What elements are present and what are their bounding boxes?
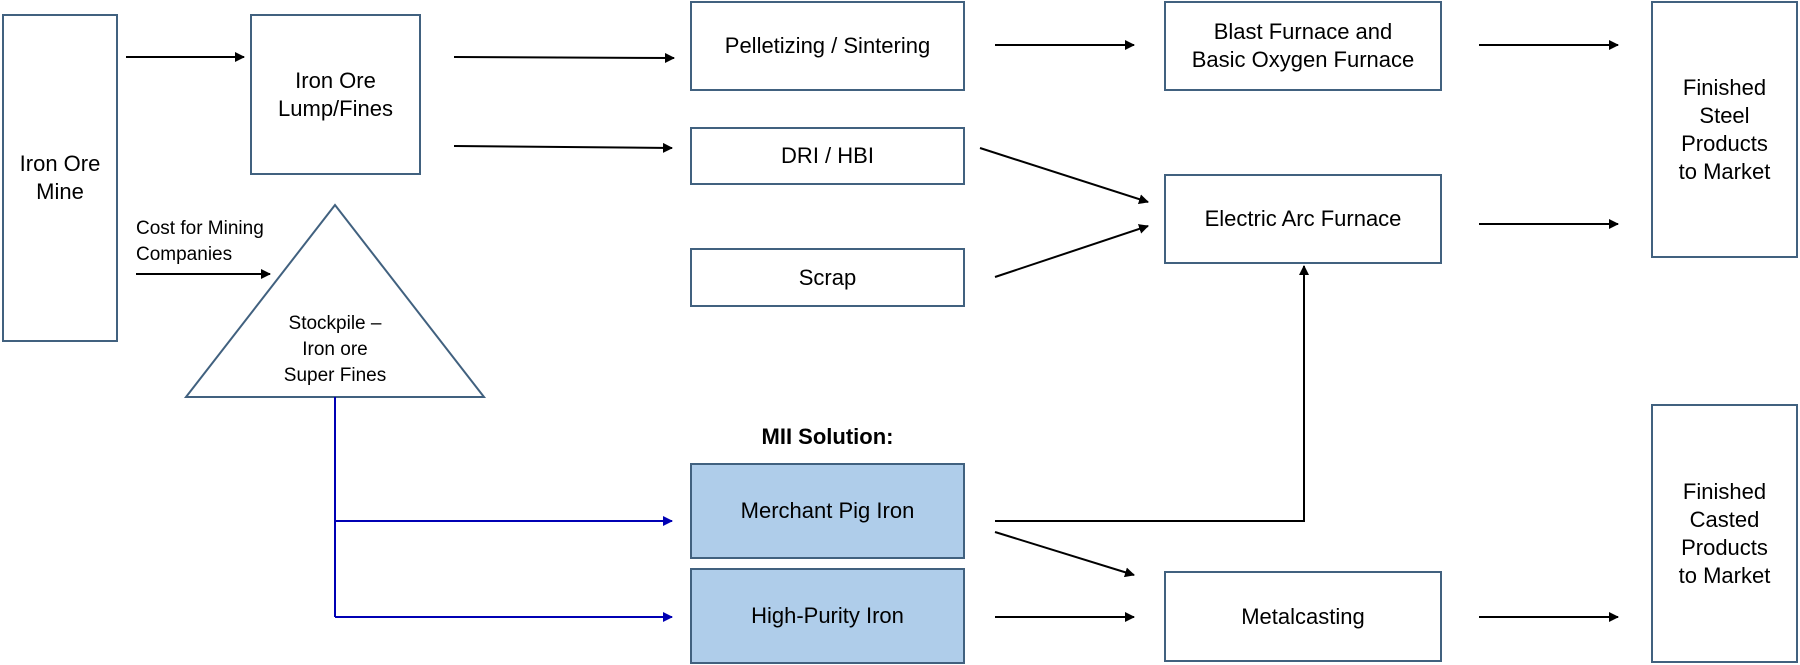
pelletizing-box: Pelletizing / Sintering: [690, 1, 965, 91]
arrow-lump-to-dri: [453, 142, 673, 153]
finished-steel-market-box: Finished Steel Products to Market: [1651, 1, 1798, 258]
blast-furnace-box: Blast Furnace and Basic Oxygen Furnace: [1164, 1, 1442, 91]
finished-casted-market-box: Finished Casted Products to Market: [1651, 404, 1798, 663]
arrow-pig-iron-to-metalcasting: [994, 531, 1135, 578]
iron-ore-mine-box: Iron Ore Mine: [2, 14, 118, 342]
arrow-lump-to-pellet: [453, 52, 675, 63]
dri-hbi-box: DRI / HBI: [690, 127, 965, 185]
arrow-scrap-to-eaf: [994, 224, 1149, 278]
stockpile-label: Stockpile – Iron ore Super Fines: [283, 313, 387, 386]
merchant-pig-iron-box: Merchant Pig Iron: [690, 463, 965, 559]
arrow-pig-iron-to-eaf: [995, 265, 1309, 522]
cost-note-label: Cost for Mining Companies: [136, 218, 264, 265]
arrow-dri-to-eaf: [979, 147, 1149, 205]
iron-ore-lump-box: Iron Ore Lump/Fines: [250, 14, 421, 175]
high-purity-iron-box: High-Purity Iron: [690, 568, 965, 664]
scrap-box: Scrap: [690, 248, 965, 307]
metalcasting-box: Metalcasting: [1164, 571, 1442, 662]
electric-arc-furnace-box: Electric Arc Furnace: [1164, 174, 1442, 264]
mii-solution-heading: MII Solution:: [761, 424, 894, 449]
